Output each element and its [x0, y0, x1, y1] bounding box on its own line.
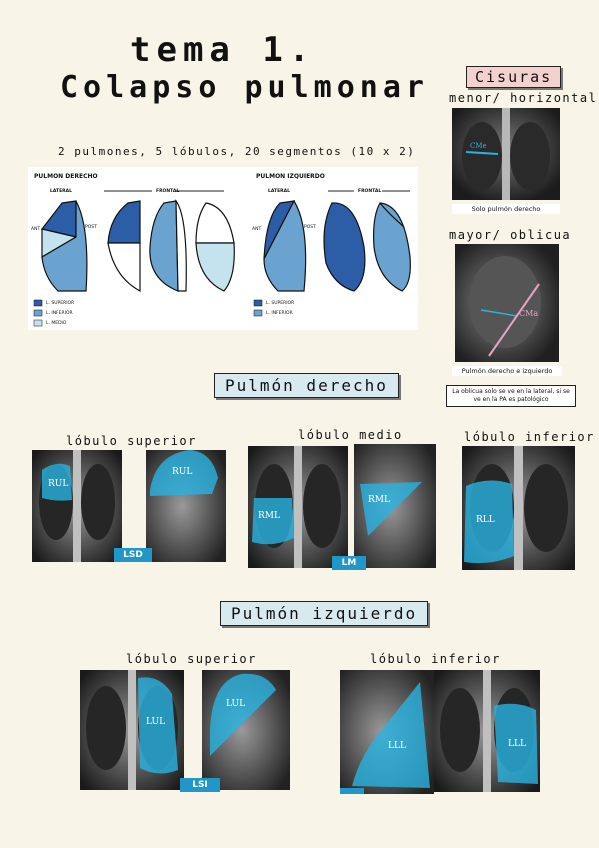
lll-pa-label: LLL: [508, 739, 526, 749]
rul-lateral-image: RUL: [146, 450, 226, 562]
legend-left-superior: L. SUPERIOR: [266, 301, 295, 306]
rml-pa-label: RML: [258, 511, 280, 521]
rml-pa-image: RML: [248, 446, 348, 568]
right-lung-label: Pulmón derecho: [214, 373, 399, 398]
minor-fissure-caption: Solo pulmón derecho: [452, 204, 560, 214]
left-upper-title: lóbulo superior: [126, 652, 257, 666]
page-subtitle-heading: Colapso pulmonar: [60, 70, 429, 105]
lung-summary: 2 pulmones, 5 lóbulos, 20 segmentos (10 …: [58, 145, 416, 158]
diagram-post-r: POST: [85, 225, 97, 230]
lul-pa-image: LUL: [80, 670, 184, 790]
diagram-post-l: POST: [304, 225, 316, 230]
rml-lateral-image: RML: [354, 444, 436, 568]
left-frontal-a: [323, 202, 366, 292]
diagram-frontal-l: FRONTAL: [358, 189, 382, 194]
lll-pa-image: LLL: [434, 670, 540, 792]
legend-left-inferior: L. INFERIOR: [266, 311, 293, 316]
minor-fissure-image: CMe: [452, 108, 560, 200]
major-fissure-xray: CMa: [455, 244, 559, 362]
legend-right-inferior: L. INFERIOR: [46, 311, 73, 316]
major-fissure-marker: CMa: [519, 309, 538, 318]
lsd-tag: LSD: [114, 548, 152, 562]
legend-right-medio: L. MEDIO: [46, 321, 67, 326]
left-lung-label: Pulmón izquierdo: [220, 601, 429, 626]
lll-lateral-label: LLL: [388, 741, 406, 751]
diagram-right-title: PULMON DERECHO: [34, 173, 98, 180]
rml-lateral-xray: RML: [354, 444, 436, 568]
diagram-ant-r: ANT: [31, 227, 41, 232]
rul-lateral-label: RUL: [172, 467, 192, 477]
right-upper-title: lóbulo superior: [66, 434, 197, 448]
right-frontal-b: [149, 199, 187, 292]
lobe-diagram: PULMON DERECHO PULMON IZQUIERDO LATERAL …: [28, 167, 418, 330]
diagram-frontal-r: FRONTAL: [156, 189, 180, 194]
lll-lateral-xray: LLL: [340, 670, 434, 794]
lm-tag: LM: [332, 556, 366, 570]
left-frontal-b: [373, 202, 411, 292]
left-lateral-lobes: [263, 199, 307, 292]
major-fissure-caption: Pulmón derecho e izquierdo: [452, 366, 562, 376]
lul-pa-label: LUL: [146, 717, 165, 727]
major-fissure-title: mayor/ oblicua: [449, 228, 572, 242]
rul-pa-image: RUL: [32, 450, 122, 562]
minor-fissure-title: menor/ horizontal: [449, 91, 598, 105]
right-frontal-c: [195, 202, 235, 292]
lll-lateral-image: LLL: [340, 670, 434, 794]
left-lower-title: lóbulo inferior: [370, 652, 501, 666]
diagram-shapes: [33, 190, 411, 327]
major-fissure-image: CMa: [455, 244, 559, 362]
minor-fissure-marker: CMe: [470, 142, 487, 150]
lll-pa-xray: LLL: [434, 670, 540, 792]
minor-fissure-xray: CMe: [452, 108, 560, 200]
lsi-tag: LSI: [180, 778, 220, 792]
lul-lateral-image: LUL: [202, 670, 290, 790]
rul-pa-label: RUL: [48, 479, 68, 489]
diagram-left-title: PULMON IZQUIERDO: [256, 173, 325, 180]
rul-lateral-xray: RUL: [146, 450, 226, 562]
rml-pa-xray: RML: [248, 446, 348, 568]
rul-pa-xray: RUL: [32, 450, 122, 562]
lul-lateral-xray: LUL: [202, 670, 290, 790]
rll-pa-xray: RLL: [462, 446, 575, 570]
right-lateral-lobes: [40, 200, 88, 292]
right-frontal-a: [107, 200, 141, 293]
diagram-lateral-r: LATERAL: [50, 189, 72, 194]
lul-pa-xray: LUL: [80, 670, 184, 790]
legend-right-superior: L. SUPERIOR: [46, 301, 75, 306]
lll-tag-marker: [340, 788, 364, 794]
rml-lateral-label: RML: [368, 495, 390, 505]
rll-pa-label: RLL: [476, 515, 495, 525]
fissure-note: La oblicua solo se ve en la lateral, si …: [446, 385, 576, 407]
fissures-label: Cisuras: [466, 66, 562, 88]
rll-pa-image: RLL: [462, 446, 575, 570]
lul-lateral-label: LUL: [226, 699, 245, 709]
diagram-lateral-l: LATERAL: [268, 189, 290, 194]
diagram-ant-l: ANT: [252, 227, 262, 232]
right-lower-title: lóbulo inferior: [464, 430, 595, 444]
page-title: tema 1.: [130, 30, 316, 70]
right-middle-title: lóbulo medio: [298, 428, 403, 442]
